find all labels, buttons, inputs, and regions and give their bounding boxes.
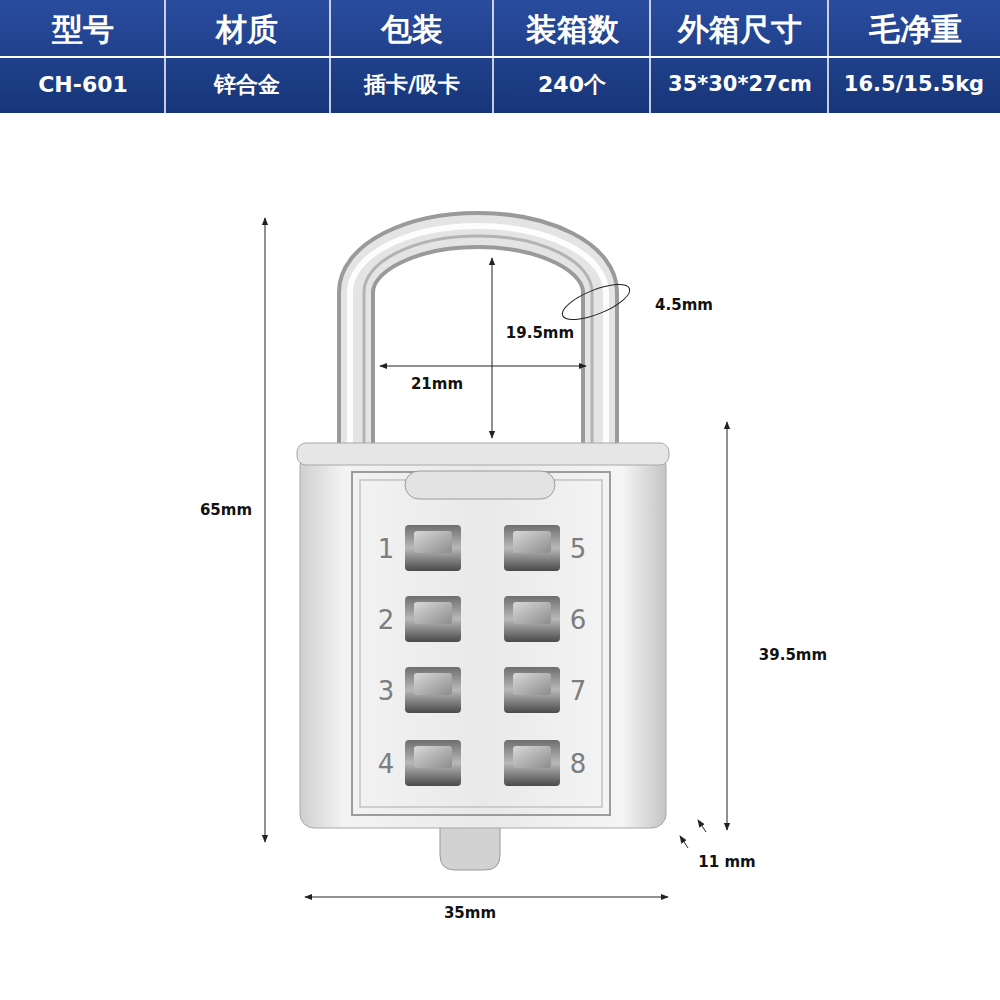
table-header: 材质 (216, 12, 278, 46)
shackle-highlight (350, 226, 606, 455)
button-number: 5 (570, 535, 587, 564)
dimension-line (265, 218, 727, 897)
button-number: 4 (378, 750, 395, 779)
dimension-label: 21mm (411, 376, 463, 393)
lock-cap (297, 443, 669, 465)
shackle (356, 230, 600, 455)
face-panel (360, 480, 602, 807)
top-slot (405, 471, 555, 499)
buttons (405, 525, 560, 786)
spec-table (0, 0, 1000, 113)
button-number: 8 (570, 750, 587, 779)
table-header: 毛净重 (869, 12, 962, 46)
table-header: 装箱数 (526, 12, 619, 46)
button-number: 2 (378, 606, 395, 635)
table-cell: 16.5/15.5kg (844, 73, 984, 96)
dimension-label: 65mm (200, 502, 252, 519)
table-cell: 插卡/吸卡 (364, 73, 460, 97)
table-rule (165, 0, 828, 113)
button-number: 7 (570, 677, 587, 706)
table-header: 外箱尺寸 (678, 12, 802, 46)
button-number: 6 (570, 606, 587, 635)
table-header: 型号 (52, 12, 114, 46)
table-rule (0, 56, 1000, 58)
lock-body (300, 452, 666, 828)
table-cell: 240个 (538, 73, 606, 97)
table-cell: 锌合金 (214, 73, 280, 97)
dimension-label: 35mm (444, 905, 496, 922)
face-panel (352, 472, 610, 815)
dimension-label: 19.5mm (506, 325, 574, 342)
button-number: 3 (378, 677, 395, 706)
dimension-label: 4.5mm (655, 297, 713, 314)
dimension-label: 39.5mm (759, 647, 827, 664)
shackle (356, 230, 600, 455)
shackle-shade (364, 236, 592, 455)
table-cell: 35*30*27cm (668, 73, 812, 96)
dimension-label: 11 mm (698, 854, 755, 871)
table-header: 包装 (381, 12, 443, 46)
table-cell: CH-601 (38, 73, 128, 97)
button-number: 1 (378, 535, 395, 564)
